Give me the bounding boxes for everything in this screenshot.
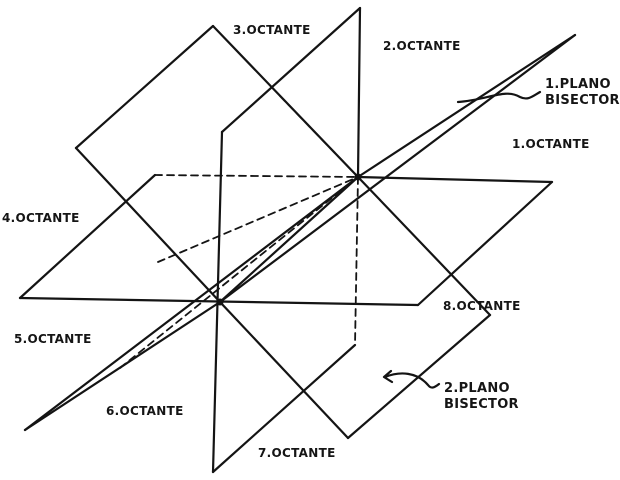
second-bisector-plane: [74, 24, 492, 440]
octant-6-label: 6.OCTANTE: [106, 404, 184, 418]
projection-line: [157, 176, 359, 263]
octant-7-label: 7.OCTANTE: [258, 446, 336, 460]
octant-1-label: 1.OCTANTE: [512, 137, 590, 151]
first-bisector-leader: [456, 90, 542, 104]
second-bisector-label: 2.PLANO BISECTOR: [444, 381, 519, 413]
horizontal-plane: [18, 173, 554, 307]
second-bisector-arrow: [382, 369, 394, 384]
octant-4-label: 4.OCTANTE: [2, 211, 80, 225]
intersection-point-front: [216, 298, 224, 306]
intersection-point-back: [354, 173, 362, 181]
octant-3-label: 3.OCTANTE: [233, 23, 311, 37]
first-bisector-label: 1.PLANO BISECTOR: [545, 77, 620, 109]
octant-8-label: 8.OCTANTE: [443, 299, 521, 313]
octant-2-label: 2.OCTANTE: [383, 39, 461, 53]
vertical-plane: [211, 6, 362, 474]
first-bisector-plane: [23, 33, 577, 432]
octant-5-label: 5.OCTANTE: [14, 332, 92, 346]
second-bisector-leader: [383, 372, 441, 389]
